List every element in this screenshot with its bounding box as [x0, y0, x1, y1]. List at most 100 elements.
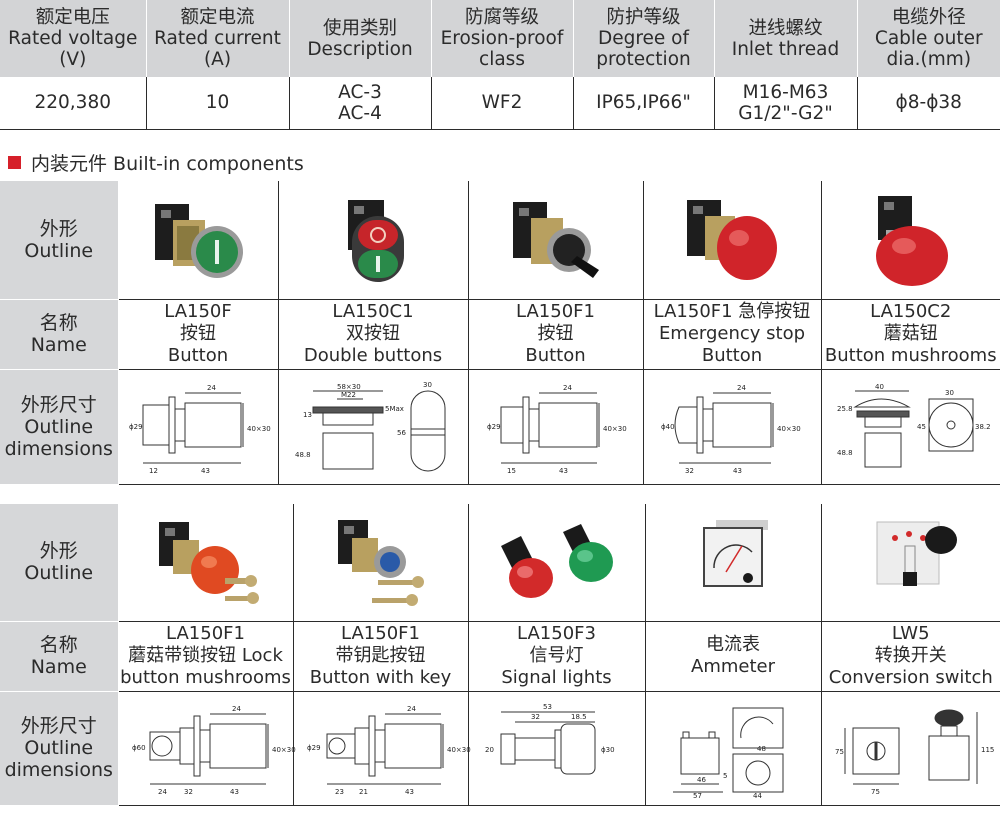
dim-text: 57 [693, 792, 702, 800]
product-photo [820, 504, 1000, 622]
dimension-drawing: 48 46 5 57 44 [644, 690, 822, 806]
product-photo [292, 504, 469, 622]
spec-value-protection: IP65,IP66" [573, 77, 715, 130]
red-square-icon [8, 155, 21, 169]
dim-text: 32 [184, 788, 193, 796]
dim-text: 58×30 [337, 383, 361, 391]
dimension-drawing: 24 ϕ29 40×30 23 21 43 [292, 690, 471, 806]
dim-text: 24 [737, 384, 746, 392]
dimension-drawing: 75 75 115 [820, 690, 1000, 806]
emergency-stop-dimension-drawing: 24 ϕ40 40×30 32 43 [661, 384, 801, 475]
mushroom-button-icon [875, 195, 948, 286]
dimension-drawing: 53 32 18.5 20 ϕ30 [467, 690, 646, 806]
section-heading: 内装元件 Built-in components [8, 150, 304, 175]
dimension-drawing: 58×30 M22 13 48.8 5Max 30 56 [277, 368, 469, 485]
dim-text: 43 [733, 467, 742, 475]
dim-text: 25.8 [837, 405, 853, 413]
dim-text: 44 [753, 792, 762, 800]
dim-text: 43 [230, 788, 239, 796]
dim-text: ϕ30 [601, 746, 615, 754]
spec-value-voltage: 220,380 [0, 77, 147, 130]
dim-text: 53 [543, 703, 552, 711]
dim-text: 43 [201, 467, 210, 475]
dim-text: 48.8 [837, 449, 853, 457]
dim-text: 46 [697, 776, 706, 784]
dim-text: 12 [149, 467, 158, 475]
dim-text: 40 [875, 383, 884, 391]
dim-text: 30 [423, 381, 432, 389]
signal-lights-icon [500, 524, 613, 599]
dim-text: 115 [981, 746, 994, 754]
double-button-dimension-drawing: 58×30 M22 13 48.8 5Max 30 56 [295, 381, 446, 471]
product-photo [467, 181, 644, 300]
dim-text: ϕ29 [487, 423, 501, 431]
dim-text: 40×30 [603, 425, 627, 433]
dim-text: 5Max [385, 405, 404, 413]
ammeter-dimension-drawing: 48 46 5 57 44 [673, 707, 784, 800]
dim-text: 24 [407, 705, 416, 713]
mushroom-lock-button-icon [158, 522, 259, 605]
key-switch-icon [337, 520, 424, 607]
dim-text: 15 [507, 467, 516, 475]
key-button-dimension-drawing: 24 ϕ29 40×30 23 21 43 [307, 705, 471, 796]
dim-text: 5 [723, 772, 727, 780]
dim-text: 40×30 [247, 425, 271, 433]
dim-text: 45 [917, 423, 926, 431]
dim-text: 23 [335, 788, 344, 796]
green-push-button-icon [155, 203, 243, 278]
dim-text: 43 [405, 788, 414, 796]
dim-text: M22 [341, 391, 356, 399]
dim-text: 32 [531, 713, 540, 721]
dimension-drawing: 24 ϕ29 40×30 12 43 [117, 368, 279, 485]
emergency-stop-button-icon [687, 199, 777, 280]
spec-value-cable: ϕ8-ϕ38 [857, 77, 1000, 130]
dim-text: ϕ29 [307, 744, 321, 752]
product-photo [642, 181, 822, 300]
dim-text: 24 [232, 705, 241, 713]
dimension-drawing: 24 ϕ60 40×30 24 32 43 [117, 690, 296, 806]
dimension-drawing: 40 25.8 48.8 30 45 38.2 [820, 368, 1000, 485]
mushroom-dimension-drawing: 40 25.8 48.8 30 45 38.2 [837, 383, 990, 467]
spec-value-erosion: WF2 [431, 77, 574, 130]
ammeter-icon [703, 520, 768, 588]
dim-text: 21 [359, 788, 368, 796]
dim-text: 24 [563, 384, 572, 392]
dim-text: 56 [397, 429, 406, 437]
product-photo [277, 181, 469, 300]
selector-switch-icon [512, 201, 599, 278]
dim-text: 75 [835, 748, 844, 756]
dim-text: 24 [158, 788, 167, 796]
product-photo [644, 504, 822, 622]
button-dimension-drawing: 24 ϕ29 40×30 12 43 [129, 384, 271, 475]
lock-button-dimension-drawing: 24 ϕ60 40×30 24 32 43 [132, 705, 296, 796]
conversion-switch-icon [876, 521, 957, 587]
product-photo [117, 504, 294, 622]
product-photo [467, 504, 646, 622]
